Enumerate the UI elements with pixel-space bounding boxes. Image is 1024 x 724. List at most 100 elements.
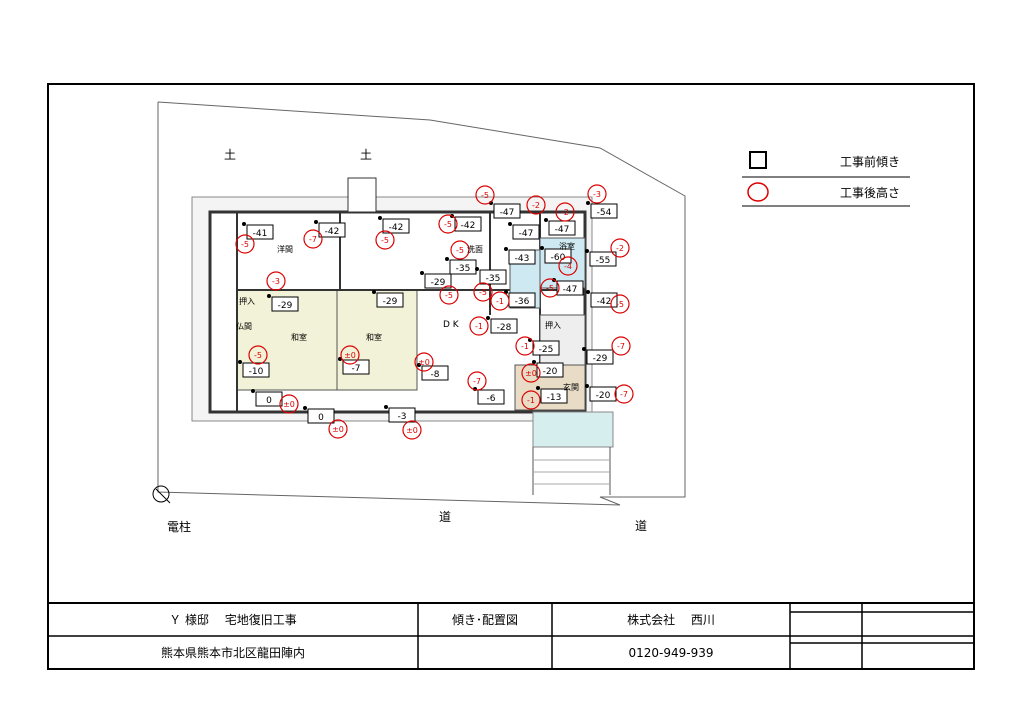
before-measurement-marker: -42 — [378, 216, 410, 234]
before-measurement-value: 0 — [318, 413, 324, 423]
before-measurement-marker: -20 — [585, 384, 617, 402]
company-name: 株式会社 西川 — [627, 613, 715, 627]
title-block — [48, 603, 974, 669]
before-measurement-value: -7 — [352, 364, 361, 374]
before-measurement-value: -29 — [383, 297, 398, 307]
after-measurement-value: -3 — [593, 190, 601, 199]
legend — [742, 151, 910, 207]
before-measurement-marker: -60 — [540, 246, 572, 264]
road-label-bottom: 道 — [439, 510, 452, 524]
after-measurement-marker: ±0 — [340, 345, 360, 365]
before-measurement-value: -41 — [253, 229, 268, 239]
after-measurement-marker: ±0 — [328, 419, 348, 439]
before-measurement-value: -47 — [519, 229, 534, 239]
after-measurement-marker: -7 — [611, 336, 631, 356]
before-measurement-value: -10 — [249, 367, 264, 377]
after-measurements: -5-7-5-5-5-2-2-3-5-5-2-7-5-1-4-5-5-1-1-7… — [235, 184, 634, 440]
before-measurement-marker: -42 — [314, 220, 346, 238]
before-measurement-marker: -43 — [504, 247, 536, 265]
after-measurement-value: ±0 — [344, 351, 356, 360]
after-measurement-value: -2 — [532, 201, 540, 210]
after-measurement-value: ±0 — [283, 400, 295, 409]
before-measurement-marker: -29 — [420, 271, 452, 289]
before-measurement-marker: -47 — [508, 222, 540, 240]
after-measurement-marker: -1 — [515, 336, 535, 356]
after-measurement-marker: -2 — [555, 202, 575, 222]
before-measurement-value: -55 — [596, 256, 611, 266]
before-measurement-marker: -13 — [536, 386, 568, 404]
before-measurement-marker: -20 — [532, 360, 564, 378]
before-measurement-value: -20 — [543, 367, 558, 377]
after-measurement-marker: -5 — [450, 240, 470, 260]
soil-label-right: 土 — [360, 148, 373, 162]
before-measurement-value: -54 — [597, 208, 612, 218]
before-measurement-value: -47 — [555, 225, 570, 235]
after-measurement-marker: -1 — [490, 291, 510, 311]
project-name: Ｙ 様邸 宅地復旧工事 — [169, 613, 297, 627]
room-tatami-1: 和室 — [291, 333, 307, 342]
after-measurement-marker: -4 — [558, 256, 578, 276]
after-measurement-value: -7 — [620, 390, 628, 399]
after-measurement-value: -5 — [241, 240, 249, 249]
after-measurement-marker: -5 — [439, 285, 459, 305]
before-measurement-value: -35 — [486, 274, 501, 284]
before-measurement-value: -28 — [497, 323, 512, 333]
after-measurement-value: -4 — [564, 262, 572, 271]
before-measurement-marker: -10 — [238, 360, 270, 378]
room-dk: D K — [443, 320, 459, 330]
after-measurement-marker: -2 — [526, 195, 546, 215]
before-measurement-value: -8 — [431, 370, 440, 380]
after-measurement-marker: -5 — [610, 294, 630, 314]
room-bath: 浴室 — [559, 242, 575, 251]
after-measurement-marker: ±0 — [521, 363, 541, 383]
legend-after-label: 工事後高さ — [840, 186, 901, 200]
after-measurement-value: -1 — [527, 396, 535, 405]
after-measurement-marker: -5 — [438, 214, 458, 234]
before-measurement-value: -42 — [389, 223, 404, 233]
road-label-right: 道 — [635, 519, 648, 533]
lot-boundary — [157, 101, 686, 506]
before-measurement-marker: -54 — [586, 201, 618, 219]
after-measurement-marker: ±0 — [402, 420, 422, 440]
before-measurement-marker: -41 — [242, 222, 274, 240]
room-toilet: 洗面 — [467, 245, 483, 254]
after-measurement-marker: -5 — [540, 278, 560, 298]
legend-circle-icon — [747, 182, 769, 202]
before-measurement-value: -42 — [597, 297, 612, 307]
before-measurement-marker: -55 — [585, 249, 617, 267]
after-measurement-marker: -1 — [469, 316, 489, 336]
after-measurement-marker: ±0 — [279, 394, 299, 414]
after-measurement-marker: -7 — [303, 229, 323, 249]
before-measurement-value: -29 — [278, 301, 293, 311]
before-measurement-value: -3 — [398, 412, 407, 422]
before-measurement-value: -36 — [515, 297, 530, 307]
after-measurement-value: -2 — [616, 244, 624, 253]
before-measurement-value: -25 — [539, 345, 554, 355]
before-measurement-value: -29 — [431, 278, 446, 288]
before-measurement-value: -6 — [487, 394, 496, 404]
after-measurement-value: ±0 — [525, 369, 537, 378]
after-measurement-value: -7 — [617, 342, 625, 351]
before-measurement-value: -29 — [593, 354, 608, 364]
before-measurement-marker: -3 — [384, 405, 416, 423]
after-measurement-marker: -3 — [266, 271, 286, 291]
before-measurement-value: -35 — [456, 264, 471, 274]
after-measurement-marker: -2 — [610, 238, 630, 258]
after-measurement-value: -5 — [444, 220, 452, 229]
before-measurement-marker: -35 — [475, 267, 507, 285]
before-measurement-value: -20 — [596, 391, 611, 401]
after-measurement-value: -5 — [481, 191, 489, 200]
project-address: 熊本県熊本市北区龍田陣内 — [160, 646, 305, 660]
before-measurement-value: -47 — [500, 208, 515, 218]
sheet-border — [47, 83, 975, 670]
after-measurement-marker: -5 — [375, 230, 395, 250]
room-closet-left: 押入 — [239, 297, 255, 306]
after-measurement-marker: -5 — [235, 234, 255, 254]
after-measurement-value: -5 — [546, 284, 554, 293]
before-measurement-marker: -47 — [489, 201, 521, 219]
after-measurement-value: -5 — [381, 236, 389, 245]
before-measurement-marker: -25 — [528, 338, 560, 356]
before-measurement-marker: -42 — [450, 214, 482, 232]
after-measurement-value: ±0 — [406, 426, 418, 435]
